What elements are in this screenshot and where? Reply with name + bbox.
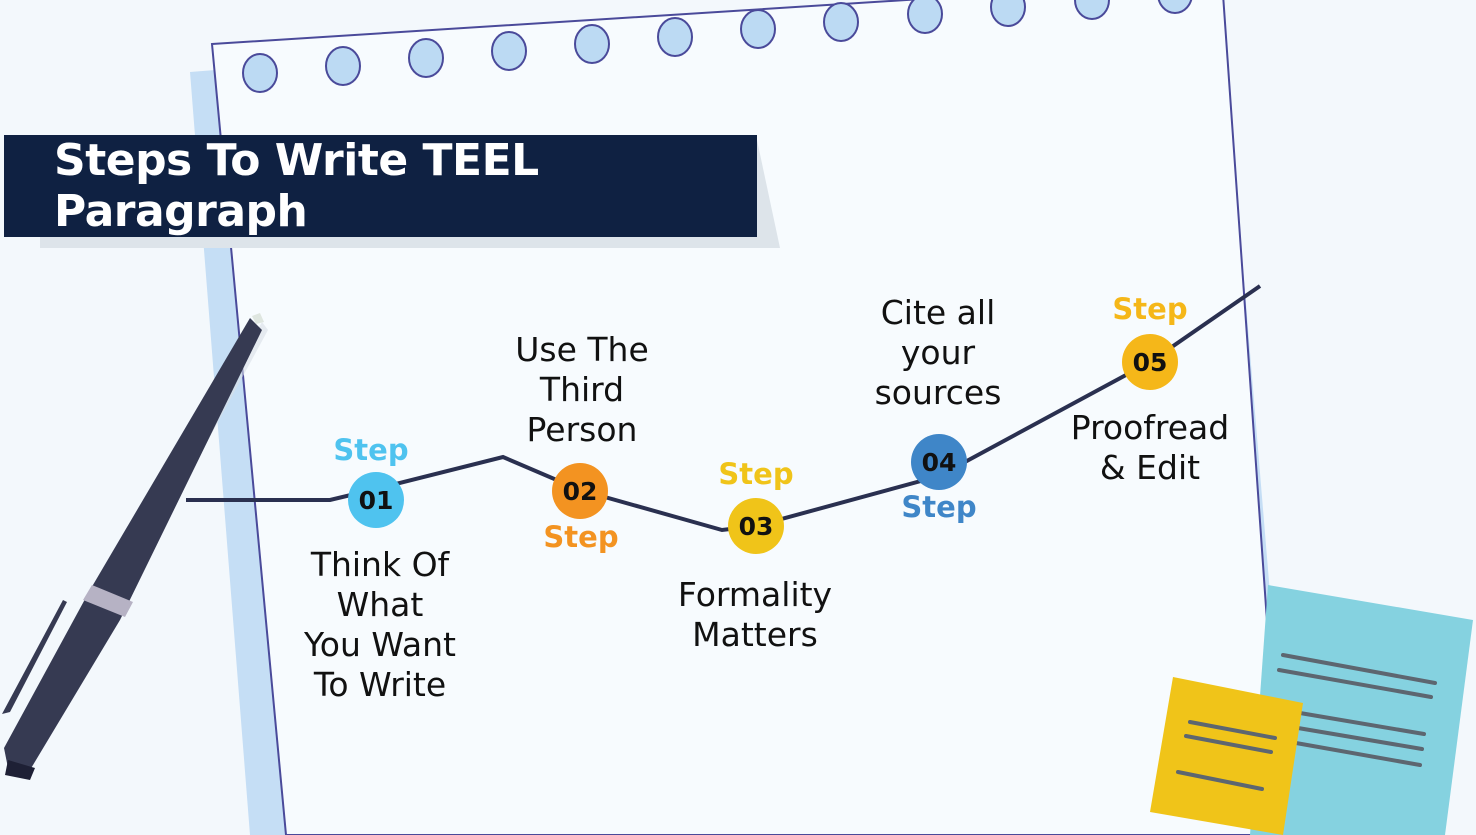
- step-2-word: Step: [543, 520, 619, 554]
- step-5-label: Proofread & Edit: [1045, 408, 1255, 488]
- spiral-holes: [242, 0, 1193, 93]
- page-title: Steps To Write TEEL Paragraph: [54, 135, 539, 237]
- step-2-label-line: Person: [526, 410, 638, 449]
- step-5-label-line: Proofread: [1070, 408, 1230, 447]
- step-1-label-line: To Write: [313, 665, 447, 704]
- step-3-label-line: Matters: [692, 615, 818, 654]
- step-5-number-badge: 05: [1122, 334, 1178, 390]
- sticky-notes-icon: [1150, 585, 1473, 835]
- step-2-number-badge: 02: [552, 463, 608, 519]
- step-1-word: Step: [333, 433, 409, 467]
- step-1-label-line: What: [336, 585, 424, 624]
- step-2-label-line: Use The: [515, 330, 649, 369]
- step-1-number-badge: 01: [348, 472, 404, 528]
- step-1-label-line: Think Of: [310, 545, 450, 584]
- step-4-number-badge: 04: [911, 434, 967, 490]
- step-3-label-line: Formality: [677, 575, 833, 614]
- title-banner: Steps To Write TEEL Paragraph: [4, 135, 757, 237]
- step-3-word: Step: [718, 457, 794, 491]
- step-4-label-line: sources: [874, 373, 1002, 412]
- step-3-label: Formality Matters: [655, 575, 855, 655]
- step-2-label-line: Third: [539, 370, 625, 409]
- step-4-label: Cite all your sources: [838, 293, 1038, 413]
- step-3-number-badge: 03: [728, 498, 784, 554]
- step-1-label: Think Of What You Want To Write: [280, 545, 480, 705]
- step-1-label-line: You Want: [304, 625, 456, 664]
- step-5-label-line: & Edit: [1099, 448, 1201, 487]
- step-2-label: Use The Third Person: [482, 330, 682, 450]
- step-4-label-line: Cite all: [880, 293, 996, 332]
- step-4-word: Step: [901, 490, 977, 524]
- step-4-label-line: your: [900, 333, 976, 372]
- step-5-word: Step: [1112, 292, 1188, 326]
- pen-icon: [2, 313, 268, 780]
